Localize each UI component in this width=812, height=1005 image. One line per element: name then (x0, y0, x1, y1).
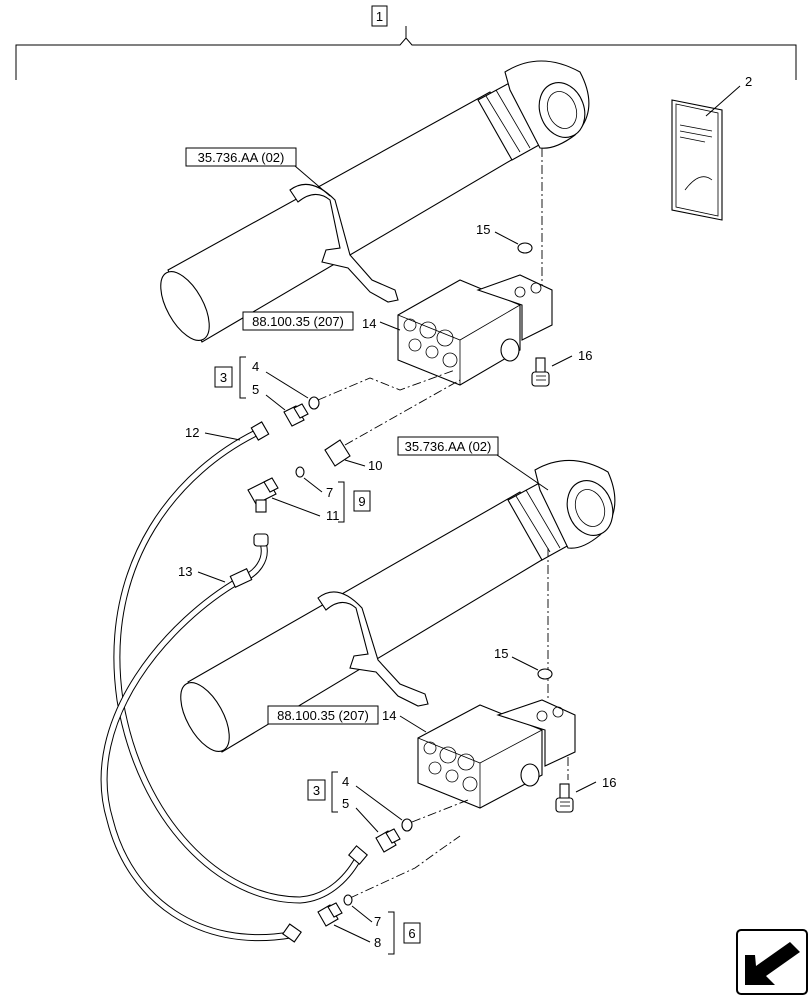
callout-5b: 5 (342, 796, 349, 811)
adapter-5b (375, 828, 401, 853)
bracket-3a (239, 356, 246, 399)
ref-valve-top: 88.100.35 (207) (252, 314, 344, 329)
callout-14b: 14 (382, 708, 396, 723)
leader-14a (379, 321, 401, 331)
lower-valve (417, 699, 576, 809)
leader-16b (575, 781, 597, 793)
callout-13: 13 (178, 564, 192, 579)
manual-booklet-icon[interactable] (671, 99, 723, 221)
axis-10 (344, 379, 461, 446)
callout-16b: 16 (602, 775, 616, 790)
bracket-3b (331, 771, 338, 813)
bolt-16b (555, 783, 574, 813)
ref-top: 35.736.AA (02) (198, 150, 285, 165)
leader-14b (399, 715, 427, 733)
callout-15b: 15 (494, 646, 508, 661)
kit-3b: 3 (313, 783, 320, 798)
callout-8: 8 (374, 935, 381, 950)
ref-top-box[interactable] (185, 147, 297, 167)
callout-15a: 15 (476, 222, 490, 237)
callout-12: 12 (185, 425, 199, 440)
callout-7a: 7 (326, 485, 333, 500)
callout-5a: 5 (252, 382, 259, 397)
leader-5a (265, 394, 286, 411)
kit-6-box[interactable] (403, 922, 421, 944)
kit-9-box[interactable] (353, 490, 371, 512)
axis-7b (349, 835, 461, 899)
o-ring-4a (308, 396, 320, 410)
callout-4b: 4 (342, 774, 349, 789)
leader-10 (344, 459, 366, 467)
ref-mid: 35.736.AA (02) (405, 439, 492, 454)
hose-12 (113, 421, 368, 904)
o-ring-4b (401, 818, 413, 832)
callout-11: 11 (326, 508, 340, 523)
callout-2: 2 (745, 74, 752, 89)
upper-cylinder (160, 60, 590, 343)
leader-5b (355, 807, 379, 833)
callout-14a: 14 (362, 316, 376, 331)
o-ring-7a (295, 466, 305, 478)
o-ring-15a (517, 242, 533, 254)
kit-3a-box[interactable] (214, 366, 233, 388)
kit-3a: 3 (220, 370, 227, 385)
ref-mid-box[interactable] (397, 436, 499, 456)
callout-7b: 7 (374, 914, 381, 929)
bolt-16a (531, 357, 550, 387)
adapter-5a (283, 403, 309, 427)
leader-ref-top (294, 165, 331, 197)
leader-7b (351, 905, 373, 923)
upper-valve (397, 274, 553, 386)
ref-valve-top-box[interactable] (242, 311, 354, 331)
kit-9: 9 (358, 494, 365, 509)
ref-valve-bot-box[interactable] (267, 705, 379, 725)
leader-2 (705, 85, 741, 117)
hose-13 (100, 533, 302, 943)
leader-11 (271, 497, 321, 517)
navigation-arrow-icon[interactable] (736, 929, 808, 995)
leader-13 (197, 571, 226, 583)
lower-cylinder (180, 459, 616, 753)
kit-3b-box[interactable] (307, 779, 326, 801)
leader-12 (204, 432, 241, 441)
bracket-9 (338, 481, 345, 523)
leader-4a (265, 371, 309, 399)
leader-7a (303, 477, 323, 493)
leader-15a (494, 231, 519, 245)
ref-valve-bot: 88.100.35 (207) (277, 708, 369, 723)
callout-16a: 16 (578, 348, 592, 363)
o-ring-15b (537, 668, 553, 680)
tee-fitting-11 (247, 477, 279, 513)
fitting-10 (324, 439, 351, 467)
assembly-number-box[interactable] (371, 5, 388, 27)
assembly-number: 1 (376, 9, 383, 24)
callout-10: 10 (368, 458, 382, 473)
axis-4a (317, 369, 456, 401)
o-ring-7b (343, 894, 353, 906)
axis-4b (411, 799, 469, 823)
kit-6: 6 (408, 926, 415, 941)
leader-8 (333, 924, 371, 943)
leader-4b (355, 785, 403, 821)
adapter-8 (317, 902, 343, 927)
leader-ref-mid (496, 454, 549, 491)
leader-15b (511, 656, 539, 671)
callout-4a: 4 (252, 359, 259, 374)
assembly-bracket: 1 (15, 5, 797, 80)
bracket-6 (388, 911, 395, 955)
leader-16a (551, 355, 573, 367)
